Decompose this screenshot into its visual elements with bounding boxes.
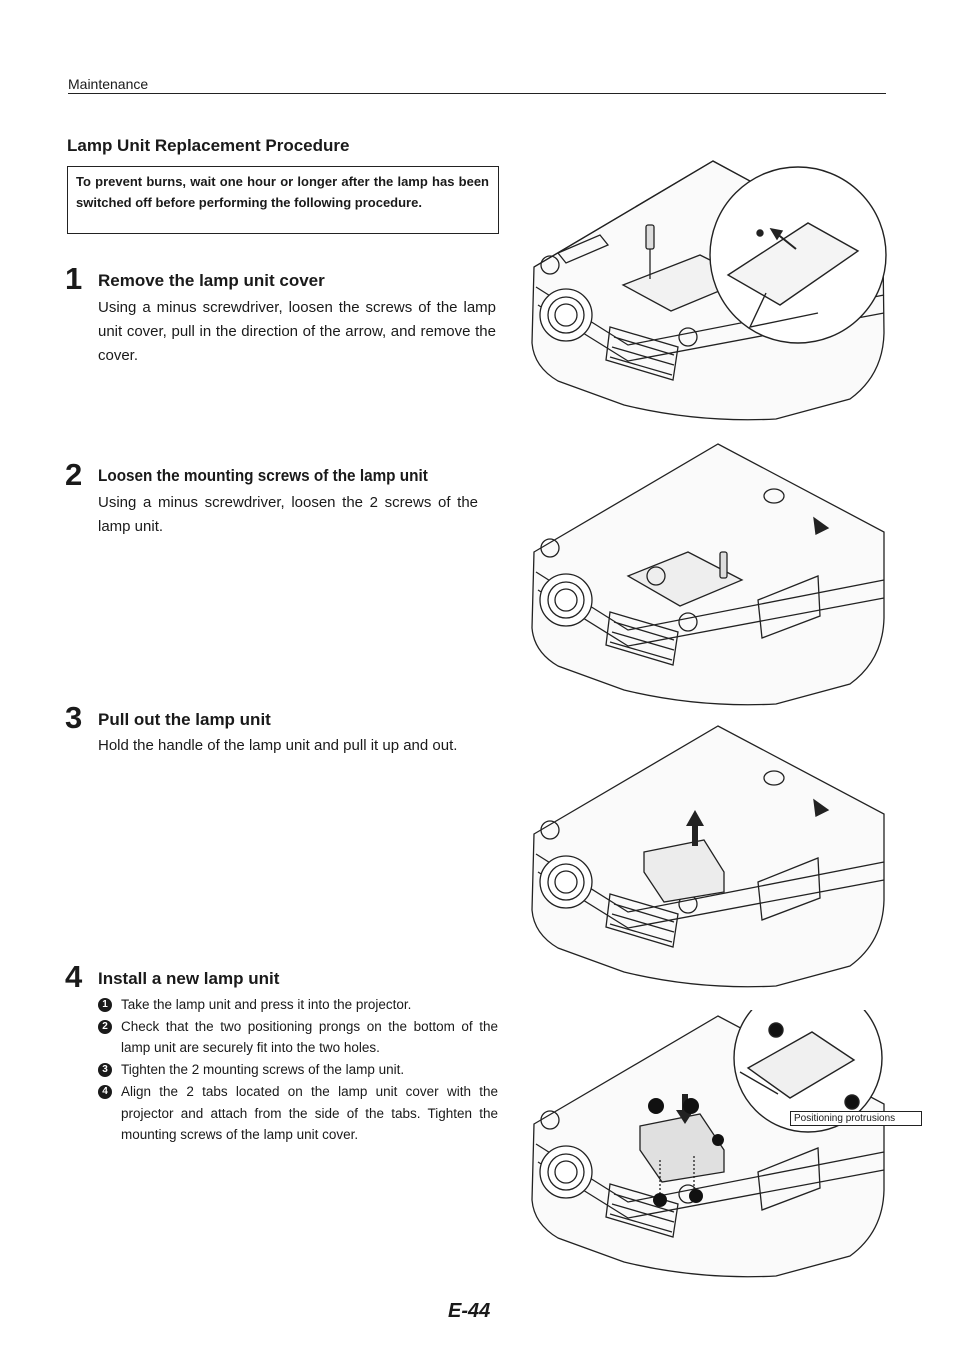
section-title: Lamp Unit Replacement Procedure [67, 136, 350, 155]
figure-install-lamp [531, 1010, 885, 1278]
detail-zoom-circle [709, 166, 887, 344]
header-rule [68, 93, 886, 94]
figure-remove-cover [531, 160, 887, 421]
position-markers [648, 1098, 724, 1207]
step-2-body: Using a minus screwdriver, loosen the 2 … [98, 494, 478, 535]
up-arrow-icon [686, 810, 704, 846]
figure-loosen-screws [531, 443, 885, 706]
substep-item: 2 Check that the two positioning prongs … [98, 1016, 498, 1059]
step-1-title: Remove the lamp unit cover [98, 271, 325, 290]
substep-marker: 2 [98, 1019, 112, 1034]
figure-callout: Positioning protrusions [790, 1111, 922, 1126]
substep-marker: 1 [98, 998, 112, 1012]
substep-item: 4 Align the 2 tabs located on the lamp u… [98, 1081, 498, 1146]
substep-marker: 3 [98, 1063, 112, 1078]
step-3-title: Pull out the lamp unit [98, 710, 271, 729]
substep-text: Take the lamp unit and press it into the… [121, 997, 412, 1012]
warning-box: To prevent burns, wait one hour or longe… [67, 166, 499, 234]
substep-marker: 4 [98, 1084, 112, 1099]
running-header: Maintenance [68, 76, 149, 92]
step-1-body: Using a minus screwdriver, loosen the sc… [98, 299, 496, 364]
step-4-number: 4 [65, 959, 83, 994]
step-3-number: 3 [65, 700, 83, 735]
step-2-title: Loosen the mounting screws of the lamp u… [98, 466, 428, 485]
substep-item: 1 Take the lamp unit and press it into t… [98, 994, 498, 1016]
step-3-body: Hold the handle of the lamp unit and pul… [98, 737, 458, 754]
figure-pull-out-lamp [531, 725, 885, 988]
detail-zoom-circle [733, 1010, 883, 1133]
step-1-number: 1 [65, 261, 83, 296]
page-number: E-44 [448, 1300, 491, 1322]
substep-text: Check that the two positioning prongs on… [121, 1018, 498, 1056]
projector-illustration [531, 443, 885, 706]
step-4-title: Install a new lamp unit [98, 969, 280, 988]
substep-text: Align the 2 tabs located on the lamp uni… [121, 1083, 498, 1143]
step-2-number: 2 [65, 457, 83, 492]
substep-item: 3 Tighten the 2 mounting screws of the l… [98, 1059, 498, 1081]
substep-text: Tighten the 2 mounting screws of the lam… [121, 1062, 405, 1078]
step-4-substeps: 1 Take the lamp unit and press it into t… [98, 994, 498, 1146]
projector-illustration [531, 725, 885, 988]
